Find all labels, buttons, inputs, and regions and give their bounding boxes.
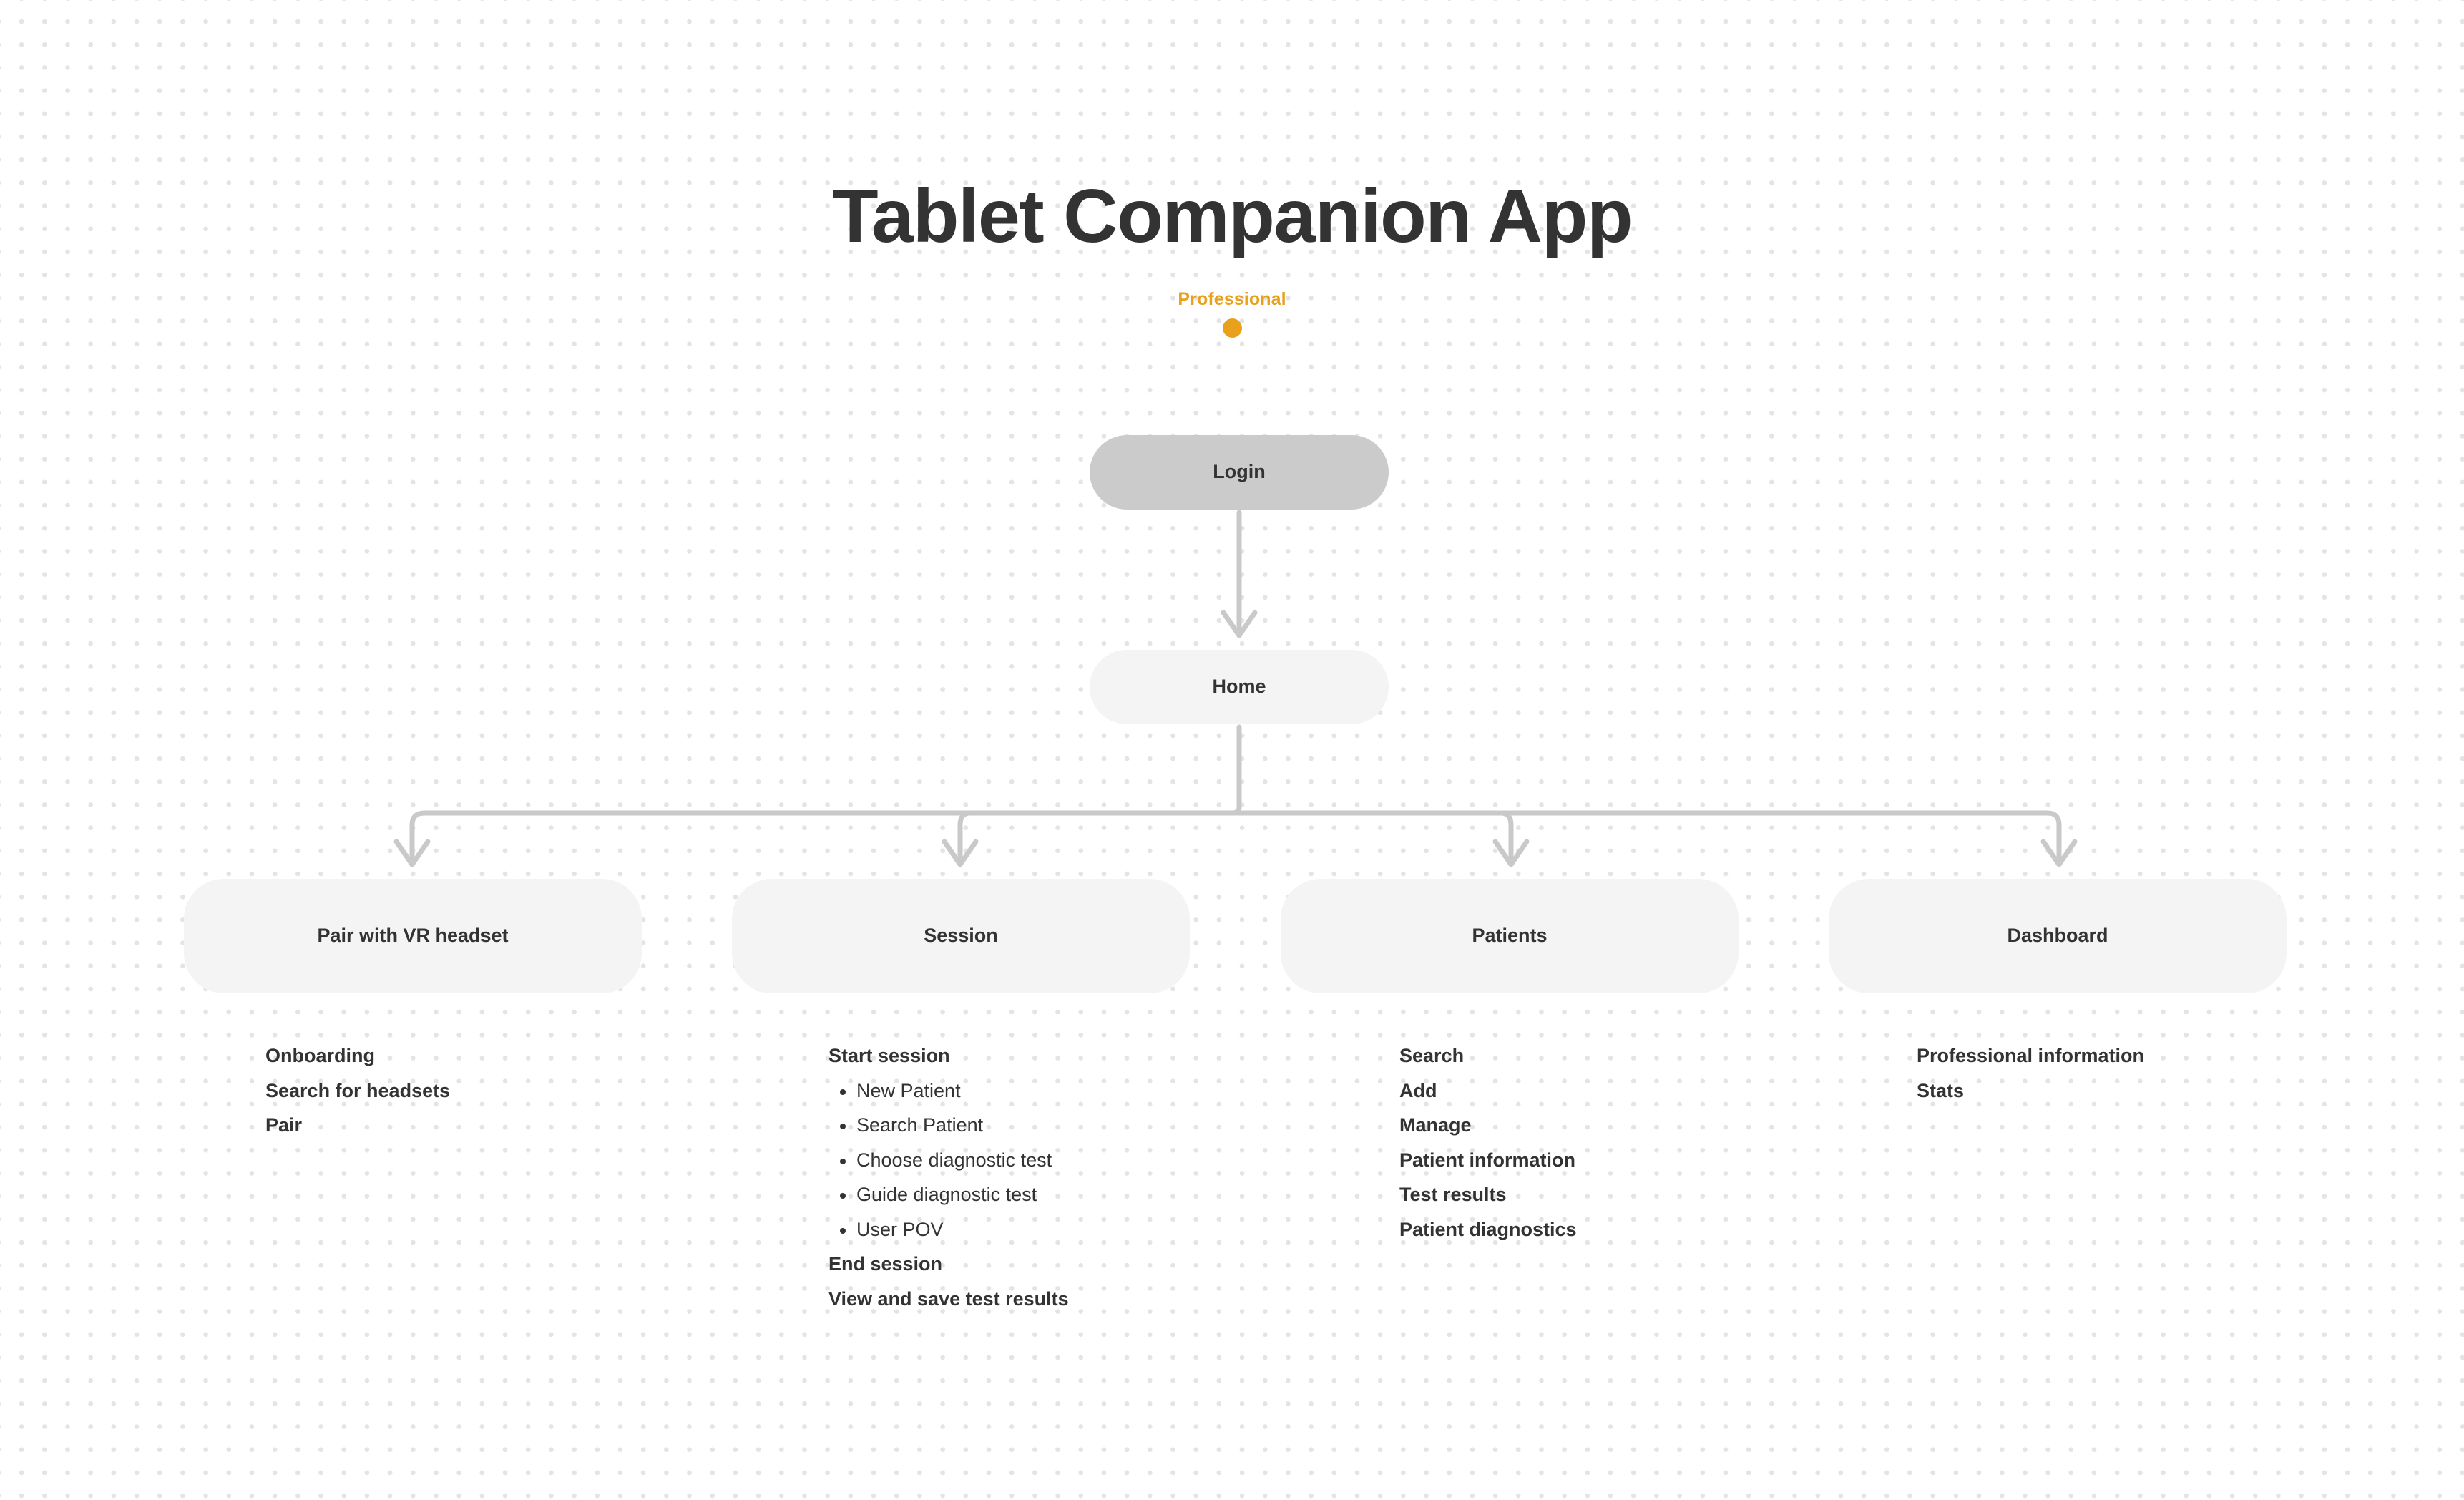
- detail-sub-item: Guide diagnostic test: [828, 1185, 1272, 1204]
- arrowhead-session: [942, 839, 979, 867]
- connector-bus-right: [1236, 810, 2062, 862]
- detail-heading: Add: [1399, 1079, 1437, 1101]
- node-login[interactable]: Login: [1090, 435, 1389, 510]
- node-dashboard[interactable]: Dashboard: [1829, 879, 2287, 993]
- arrowhead-login-to-home: [1221, 610, 1258, 638]
- detail-heading: Manage: [1399, 1114, 1472, 1136]
- detail-heading: Start session: [828, 1045, 950, 1066]
- detail-heading: End session: [828, 1253, 943, 1275]
- connector-bus-session: [957, 810, 1242, 862]
- node-pair-with-vr-headset[interactable]: Pair with VR headset: [184, 879, 642, 993]
- node-patients[interactable]: Patients: [1281, 879, 1739, 993]
- detail-heading: Onboarding: [265, 1045, 375, 1066]
- detail-heading: Patient information: [1399, 1149, 1576, 1171]
- detail-heading: Pair: [265, 1114, 303, 1136]
- detail-sub-item: Search Patient: [828, 1116, 1272, 1135]
- detail-heading: Patient diagnostics: [1399, 1218, 1577, 1240]
- arrowhead-patients: [1492, 839, 1530, 867]
- arrowhead-pair: [393, 839, 431, 867]
- node-session[interactable]: Session: [732, 879, 1190, 993]
- detail-sub-item: New Patient: [828, 1081, 1272, 1101]
- detail-heading: Search: [1399, 1045, 1465, 1066]
- detail-heading: Test results: [1399, 1184, 1507, 1205]
- detail-sub-item: Choose diagnostic test: [828, 1150, 1272, 1170]
- detail-heading: Stats: [1917, 1079, 1965, 1101]
- detail-heading: Search for headsets: [265, 1079, 451, 1101]
- detail-heading: Professional information: [1917, 1045, 2145, 1066]
- connector-bus-patients: [1236, 810, 1514, 862]
- detail-heading: View and save test results: [828, 1287, 1069, 1310]
- connector-bus-left: [409, 788, 1242, 862]
- detail-sub-item: User POV: [828, 1219, 1272, 1240]
- arrowhead-dashboard: [2040, 839, 2078, 867]
- node-home[interactable]: Home: [1090, 650, 1389, 724]
